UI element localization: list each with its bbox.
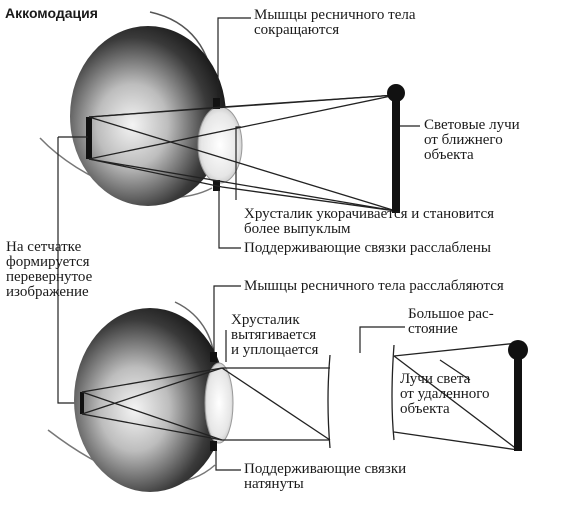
bottom-retina-image [80, 392, 84, 414]
far-object [508, 340, 528, 451]
bottom-leaders [213, 285, 471, 471]
top-rays [88, 94, 397, 212]
top-eye [39, 11, 243, 206]
large-distance-bracket [359, 326, 405, 353]
label-ciliary-relax: Мышцы ресничного тела расслабляются [244, 278, 504, 294]
bottom-rays [81, 367, 331, 441]
gap-edge-right [391, 344, 395, 441]
bottom-eye [47, 301, 234, 492]
far-rays [393, 342, 519, 451]
top-retina-image [86, 117, 92, 159]
top-ciliary-upper [213, 98, 220, 109]
top-leaders [217, 17, 420, 249]
bottom-ciliary-lower [210, 441, 217, 451]
label-large-distance: Большое рас-стояние [408, 306, 494, 337]
bottom-eyeball [74, 308, 226, 492]
bottom-lens [204, 362, 234, 444]
bottom-ciliary-upper [210, 352, 217, 362]
gap-edge-left [327, 354, 331, 449]
label-ligaments-relaxed: Поддерживающие связки расслаблены [244, 240, 492, 256]
near-object [387, 84, 405, 213]
top-eyeball [70, 26, 226, 206]
diagram-title: Аккомодация [5, 5, 98, 21]
